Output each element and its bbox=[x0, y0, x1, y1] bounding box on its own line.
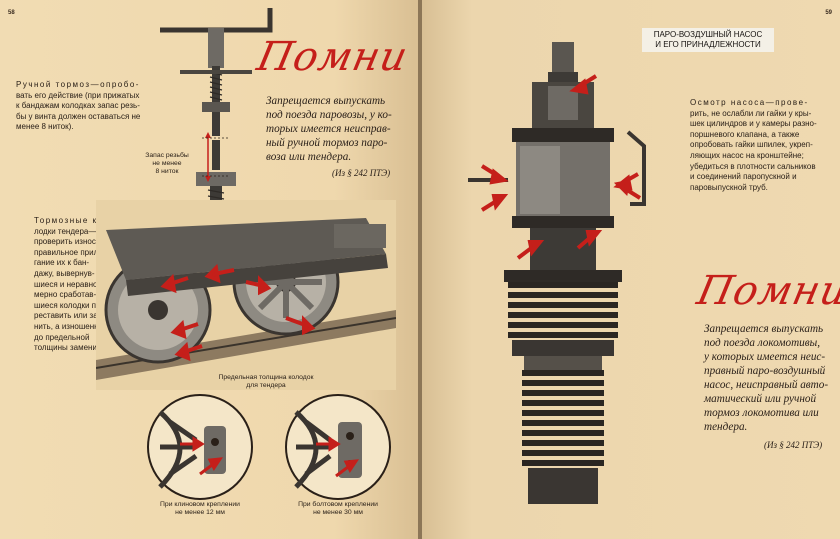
warning-text: Запрещается выпускать под поезда локомот… bbox=[704, 323, 829, 433]
book-gutter bbox=[418, 0, 422, 539]
air-pump-illustration bbox=[468, 42, 646, 504]
reference: (Из § 242 ПТЭ) bbox=[332, 168, 391, 178]
tender-bogie-illustration bbox=[96, 200, 396, 390]
pomni-heading: Помни bbox=[693, 268, 840, 314]
brake-shoes-text: Тормозные ко- лодки тендера— проверить и… bbox=[34, 216, 117, 353]
page-number: 58 bbox=[8, 10, 15, 16]
bolt-caption: При болтовом креплении не менее 30 мм bbox=[298, 501, 378, 516]
thread-reserve-caption: Запас резьбы не менее 8 ниток bbox=[145, 152, 189, 175]
hand-brake-text: Ручной тормоз—опробо- вать его действие … bbox=[16, 80, 141, 132]
wedge-mount-detail bbox=[147, 394, 253, 500]
left-page: 58 Помни bbox=[0, 0, 418, 539]
pomni-heading: Помни bbox=[253, 34, 413, 80]
reference: (Из § 242 ПТЭ) bbox=[764, 440, 823, 450]
pump-inspection-text: Осмотр насоса—прове- рить, не ослабли ли… bbox=[690, 98, 817, 192]
bolt-mount-detail bbox=[285, 394, 391, 500]
warning-text: Запрещается выпускать под поезда паровоз… bbox=[266, 95, 392, 163]
right-page: 59 ПАРО-ВОЗДУШНЫЙ НАСОС И ЕГО ПРИНАДЛЕЖН… bbox=[422, 0, 840, 539]
wedge-caption: При клиновом креплении не менее 12 мм bbox=[160, 501, 240, 516]
section-header: ПАРО-ВОЗДУШНЫЙ НАСОС И ЕГО ПРИНАДЛЕЖНОСТ… bbox=[642, 28, 774, 52]
page-number: 59 bbox=[825, 10, 832, 16]
limit-thickness-caption: Предельная толщина колодок для тендера bbox=[218, 374, 314, 389]
